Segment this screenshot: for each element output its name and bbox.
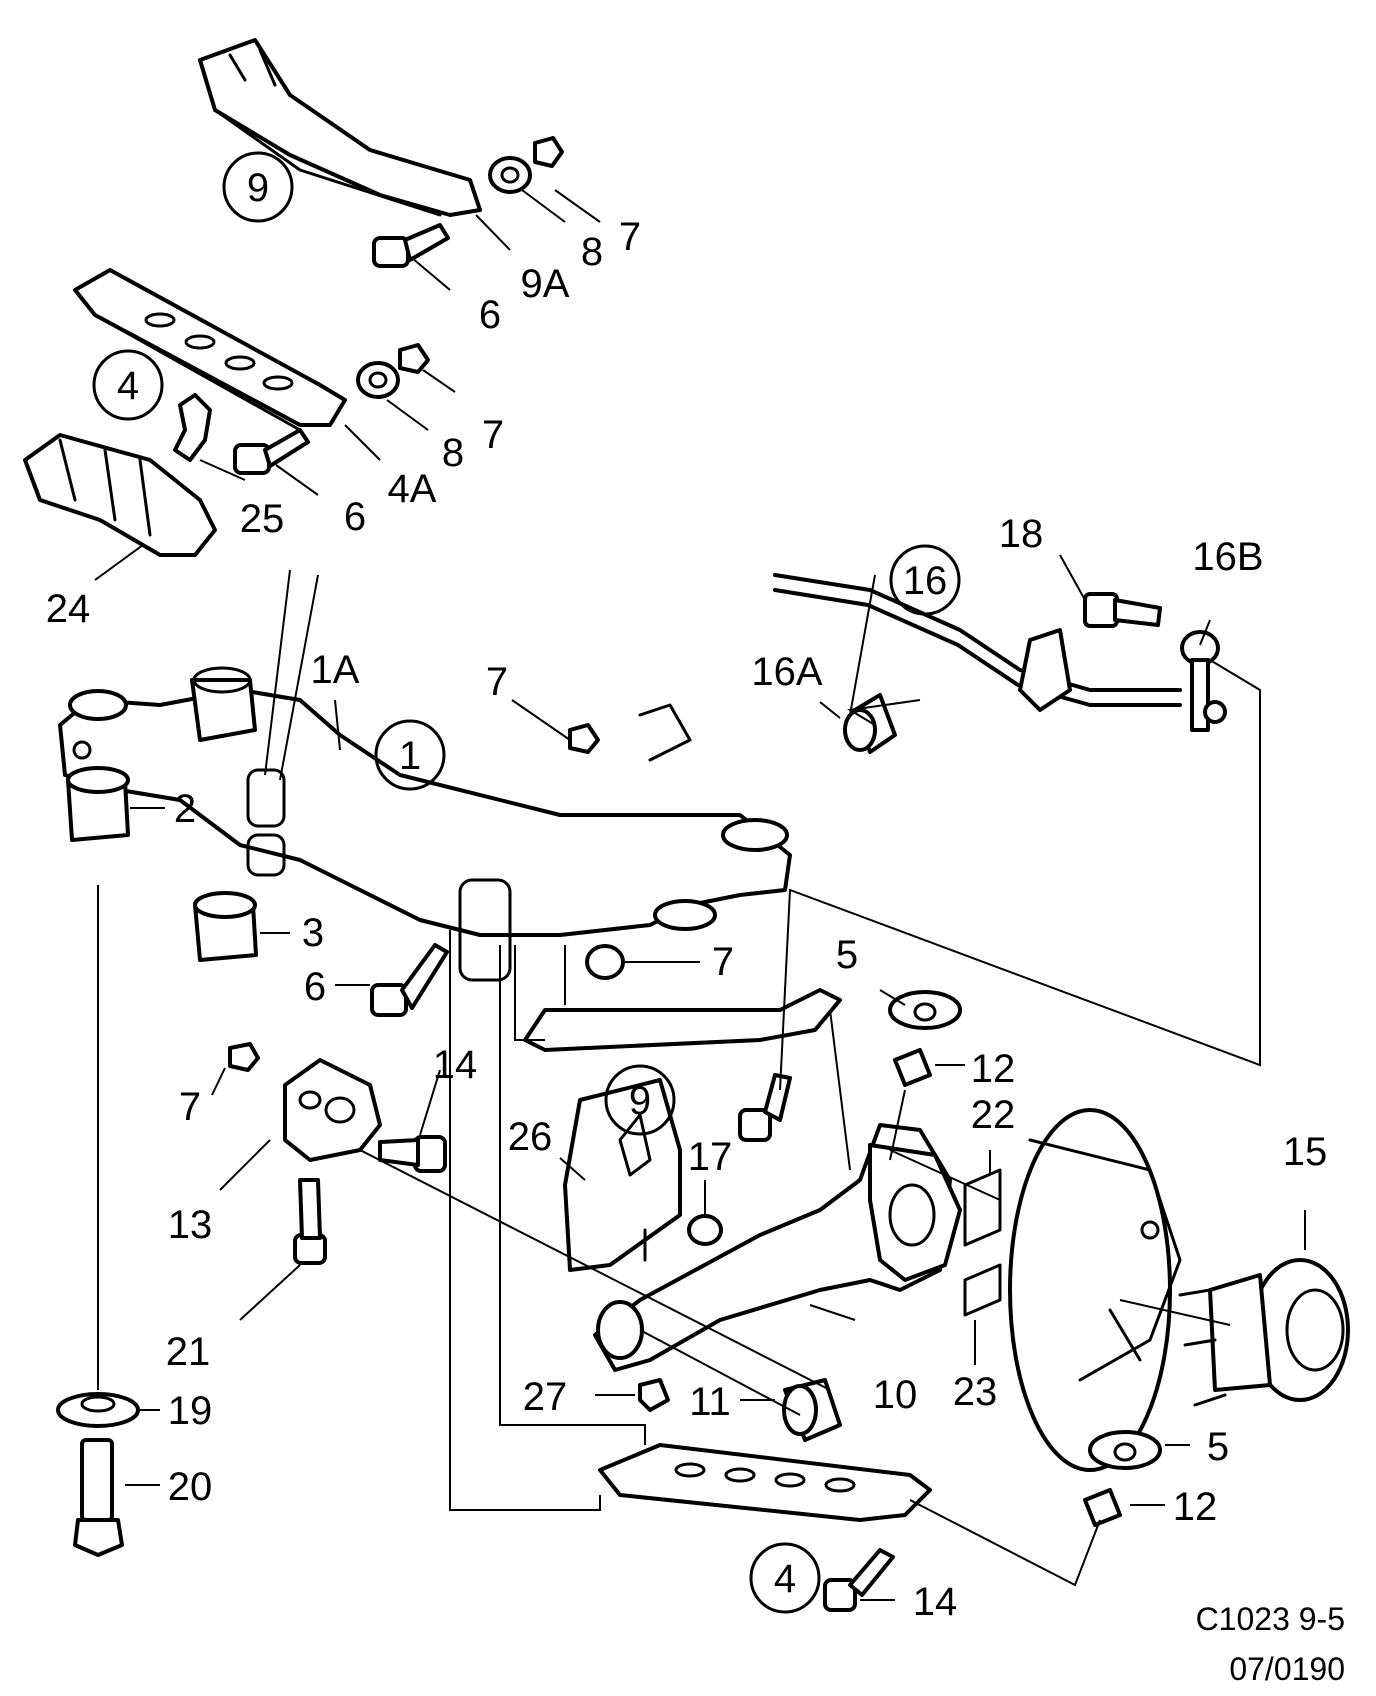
label-1a: 1A [311,648,360,692]
bushing-8-mid [356,361,400,399]
label-9-mid: 9 [629,1079,651,1123]
label-5-top: 5 [836,933,858,977]
bolt-27 [638,1378,670,1412]
label-2: 2 [174,787,196,831]
wheel-hub-15 [1178,1258,1350,1407]
upper-link-arm-9-top [198,38,482,217]
nut-7-mid [398,343,430,374]
footer-code: C1023 9-5 [1196,1601,1345,1637]
label-7-left: 7 [179,1085,201,1129]
label-20: 20 [168,1465,213,1509]
label-16: 16 [903,559,948,603]
label-8-mid: 8 [442,431,464,475]
brake-backing-plate [1008,1108,1182,1472]
label-4a: 4A [388,467,437,511]
label-6-top: 6 [479,293,501,337]
bushing-3 [193,891,258,962]
label-11: 11 [689,1380,731,1424]
link-16b [1180,630,1227,732]
label-4-bottom: 4 [774,1557,796,1601]
label-6-mid: 6 [344,495,366,539]
lower-link-arm-4-bottom [598,1443,932,1522]
label-25: 25 [240,497,285,541]
lower-link-arm-4-top [73,268,347,432]
shield-26 [563,1078,682,1272]
bolt-6-frame [370,943,449,1017]
label-23: 23 [953,1370,998,1414]
label-15: 15 [1283,1130,1328,1174]
bolt-14-mid [378,1135,447,1173]
bump-stop-12-bottom [1083,1488,1122,1527]
label-7-frame-top: 7 [486,660,508,704]
bolt-6-mid [233,428,310,475]
washer-19 [56,1392,140,1428]
label-12-bottom: 12 [1173,1485,1218,1529]
label-18: 18 [999,512,1044,556]
label-9-top: 9 [247,166,269,210]
cover-24 [23,433,217,557]
label-9a: 9A [521,262,570,306]
nut-7-top [533,136,564,168]
label-13: 13 [168,1203,213,1247]
footer-date: 07/0190 [1229,1651,1345,1687]
label-5-bottom: 5 [1207,1425,1229,1469]
bushing-8-top [488,156,532,194]
label-17: 17 [688,1135,733,1179]
nut-7-frame-right [585,944,625,980]
label-7-frame-right: 7 [712,940,734,984]
bolt-21 [293,1178,327,1265]
nut-7-frame-top [568,723,600,754]
label-14-bottom: 14 [913,1580,958,1624]
subframe-1 [58,666,792,982]
label-1: 1 [399,734,421,778]
label-6-frame: 6 [304,965,326,1009]
upper-link-arm-9-mid [523,988,842,1052]
bushing-10-left [596,1300,644,1360]
bolt-mid-arm [738,1073,792,1142]
label-4-top: 4 [117,364,139,408]
label-16a: 16A [751,650,822,694]
bump-stop-12-top [893,1048,932,1087]
bushing-2 [66,766,130,842]
label-12-top: 12 [971,1047,1016,1091]
clip-22 [963,1168,1002,1247]
mount-5-bottom [1088,1430,1162,1470]
bracket-25 [173,393,212,462]
leader-lines [94,189,1306,1601]
bolt-18 [1083,592,1162,628]
stabilizer-bar-16 [773,573,1182,712]
callout-labels: 9 4 1 16 9 4 7 8 9A 6 7 8 4A 6 25 24 1A … [46,166,1345,1687]
mount-5-top [888,990,962,1030]
nut-7-left [228,1042,260,1072]
label-19: 19 [168,1389,213,1433]
label-16b: 16B [1192,535,1263,579]
label-10: 10 [873,1373,918,1417]
label-7-mid: 7 [482,413,504,457]
circled-callouts [92,151,961,1614]
label-3: 3 [302,911,324,955]
control-arm-10 [593,1123,962,1372]
label-22: 22 [971,1093,1016,1137]
bushing-17 [687,1214,723,1246]
bolt-20 [73,1438,124,1557]
bushing-11 [782,1378,842,1442]
label-26: 26 [508,1115,553,1159]
label-8-top: 8 [581,230,603,274]
label-7-top: 7 [619,215,641,259]
label-14-mid: 14 [433,1043,478,1087]
clip-23 [963,1263,1002,1317]
bolt-6-top [372,223,450,268]
bolt-14-bottom [823,1548,895,1612]
label-24: 24 [46,587,91,631]
bracket-13 [283,1058,382,1162]
label-21: 21 [166,1330,211,1374]
label-27: 27 [523,1375,568,1419]
